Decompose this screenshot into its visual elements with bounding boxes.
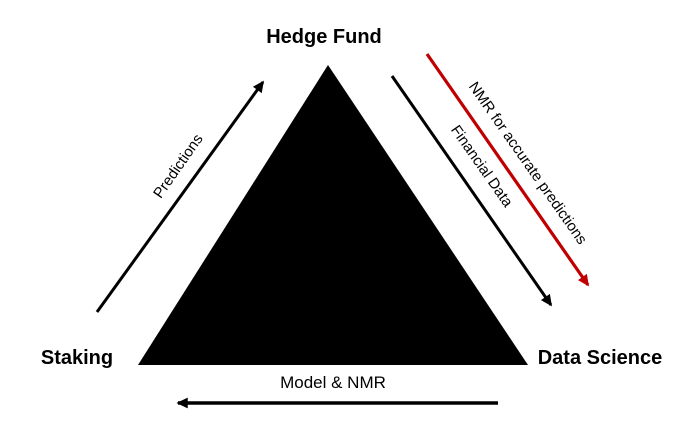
financial-data-arrow [390,75,553,307]
model-nmr-edge-label: Model & NMR [280,373,386,392]
triangle-shape [138,65,528,365]
node-hedge-fund-label: Hedge Fund [266,26,382,48]
nmr-reward-arrow [425,53,590,287]
node-data-science-label: Data Science [538,347,663,369]
predictions-edge-label: Predictions [150,131,206,202]
predictions-arrow [95,80,265,313]
node-staking-label: Staking [41,347,113,369]
